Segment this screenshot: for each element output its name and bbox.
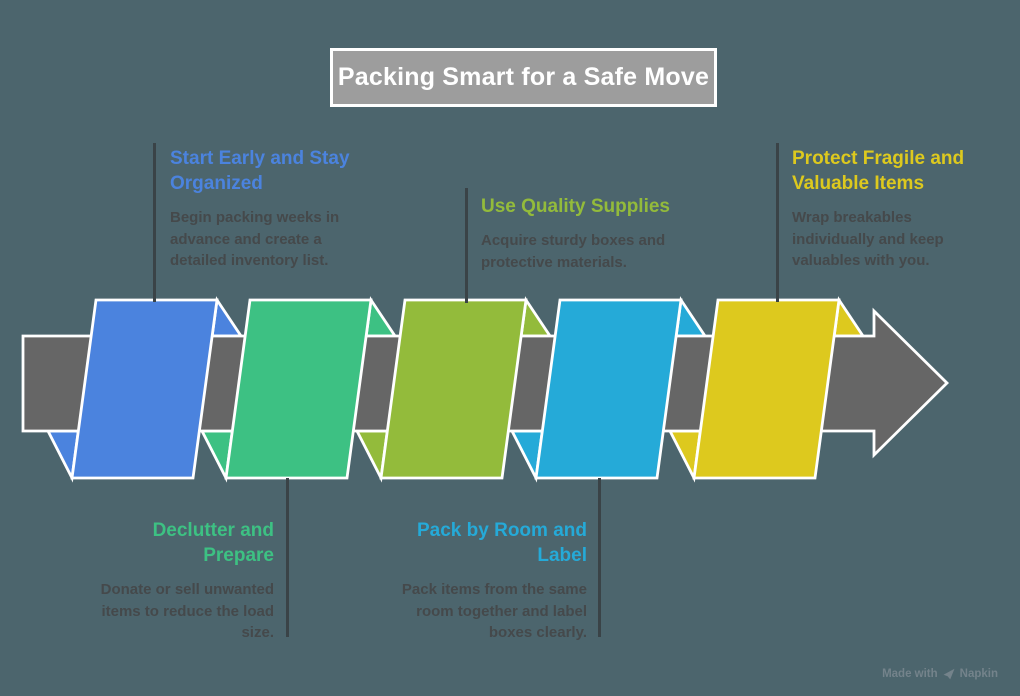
step-label-4: Protect Fragile and Valuable Items (792, 148, 965, 194)
made-with-label: Made with (882, 668, 938, 680)
ribbon-step-3 (379, 298, 528, 480)
connector-line-step-2 (286, 478, 289, 637)
step-description-0: Begin packing weeks in advance and creat… (170, 209, 340, 269)
ribbon-step-1 (70, 298, 219, 480)
connector-line-step-4 (598, 478, 601, 637)
step-label-3: Pack by Room and Label (417, 520, 587, 566)
connector-line-step-1 (153, 143, 156, 302)
step-description-4: Wrap breakables individually and keep va… (792, 209, 944, 269)
step-label-2: Use Quality Supplies (481, 196, 670, 217)
ribbon-step-5 (692, 298, 841, 480)
connector-line-step-3 (465, 188, 468, 303)
page-title-box: Packing Smart for a Safe Move (330, 48, 717, 107)
step-block-5: Protect Fragile and Valuable Items Wrap … (792, 146, 978, 272)
step-description-1: Donate or sell unwanted items to reduce … (100, 581, 274, 641)
step-label-1: Declutter and Prepare (152, 520, 274, 566)
ribbon-step-2 (224, 298, 373, 480)
step-block-3: Use Quality Supplies Acquire sturdy boxe… (481, 194, 691, 273)
made-with-napkin-link[interactable]: Made with Napkin (882, 668, 998, 680)
step-label-0: Start Early and Stay Organized (170, 148, 350, 194)
step-block-1: Start Early and Stay Organized Begin pac… (170, 146, 362, 272)
step-description-2: Acquire sturdy boxes and protective mate… (481, 232, 666, 271)
step-description-3: Pack items from the same room together a… (401, 581, 587, 641)
step-block-4: Pack by Room and Label Pack items from t… (398, 518, 587, 644)
napkin-brand-label: Napkin (959, 668, 998, 680)
connector-line-step-5 (776, 143, 779, 302)
ribbon-step-4 (534, 298, 683, 480)
page-title: Packing Smart for a Safe Move (337, 63, 710, 91)
step-block-2: Declutter and Prepare Donate or sell unw… (100, 518, 274, 644)
napkin-pen-icon (943, 668, 955, 680)
